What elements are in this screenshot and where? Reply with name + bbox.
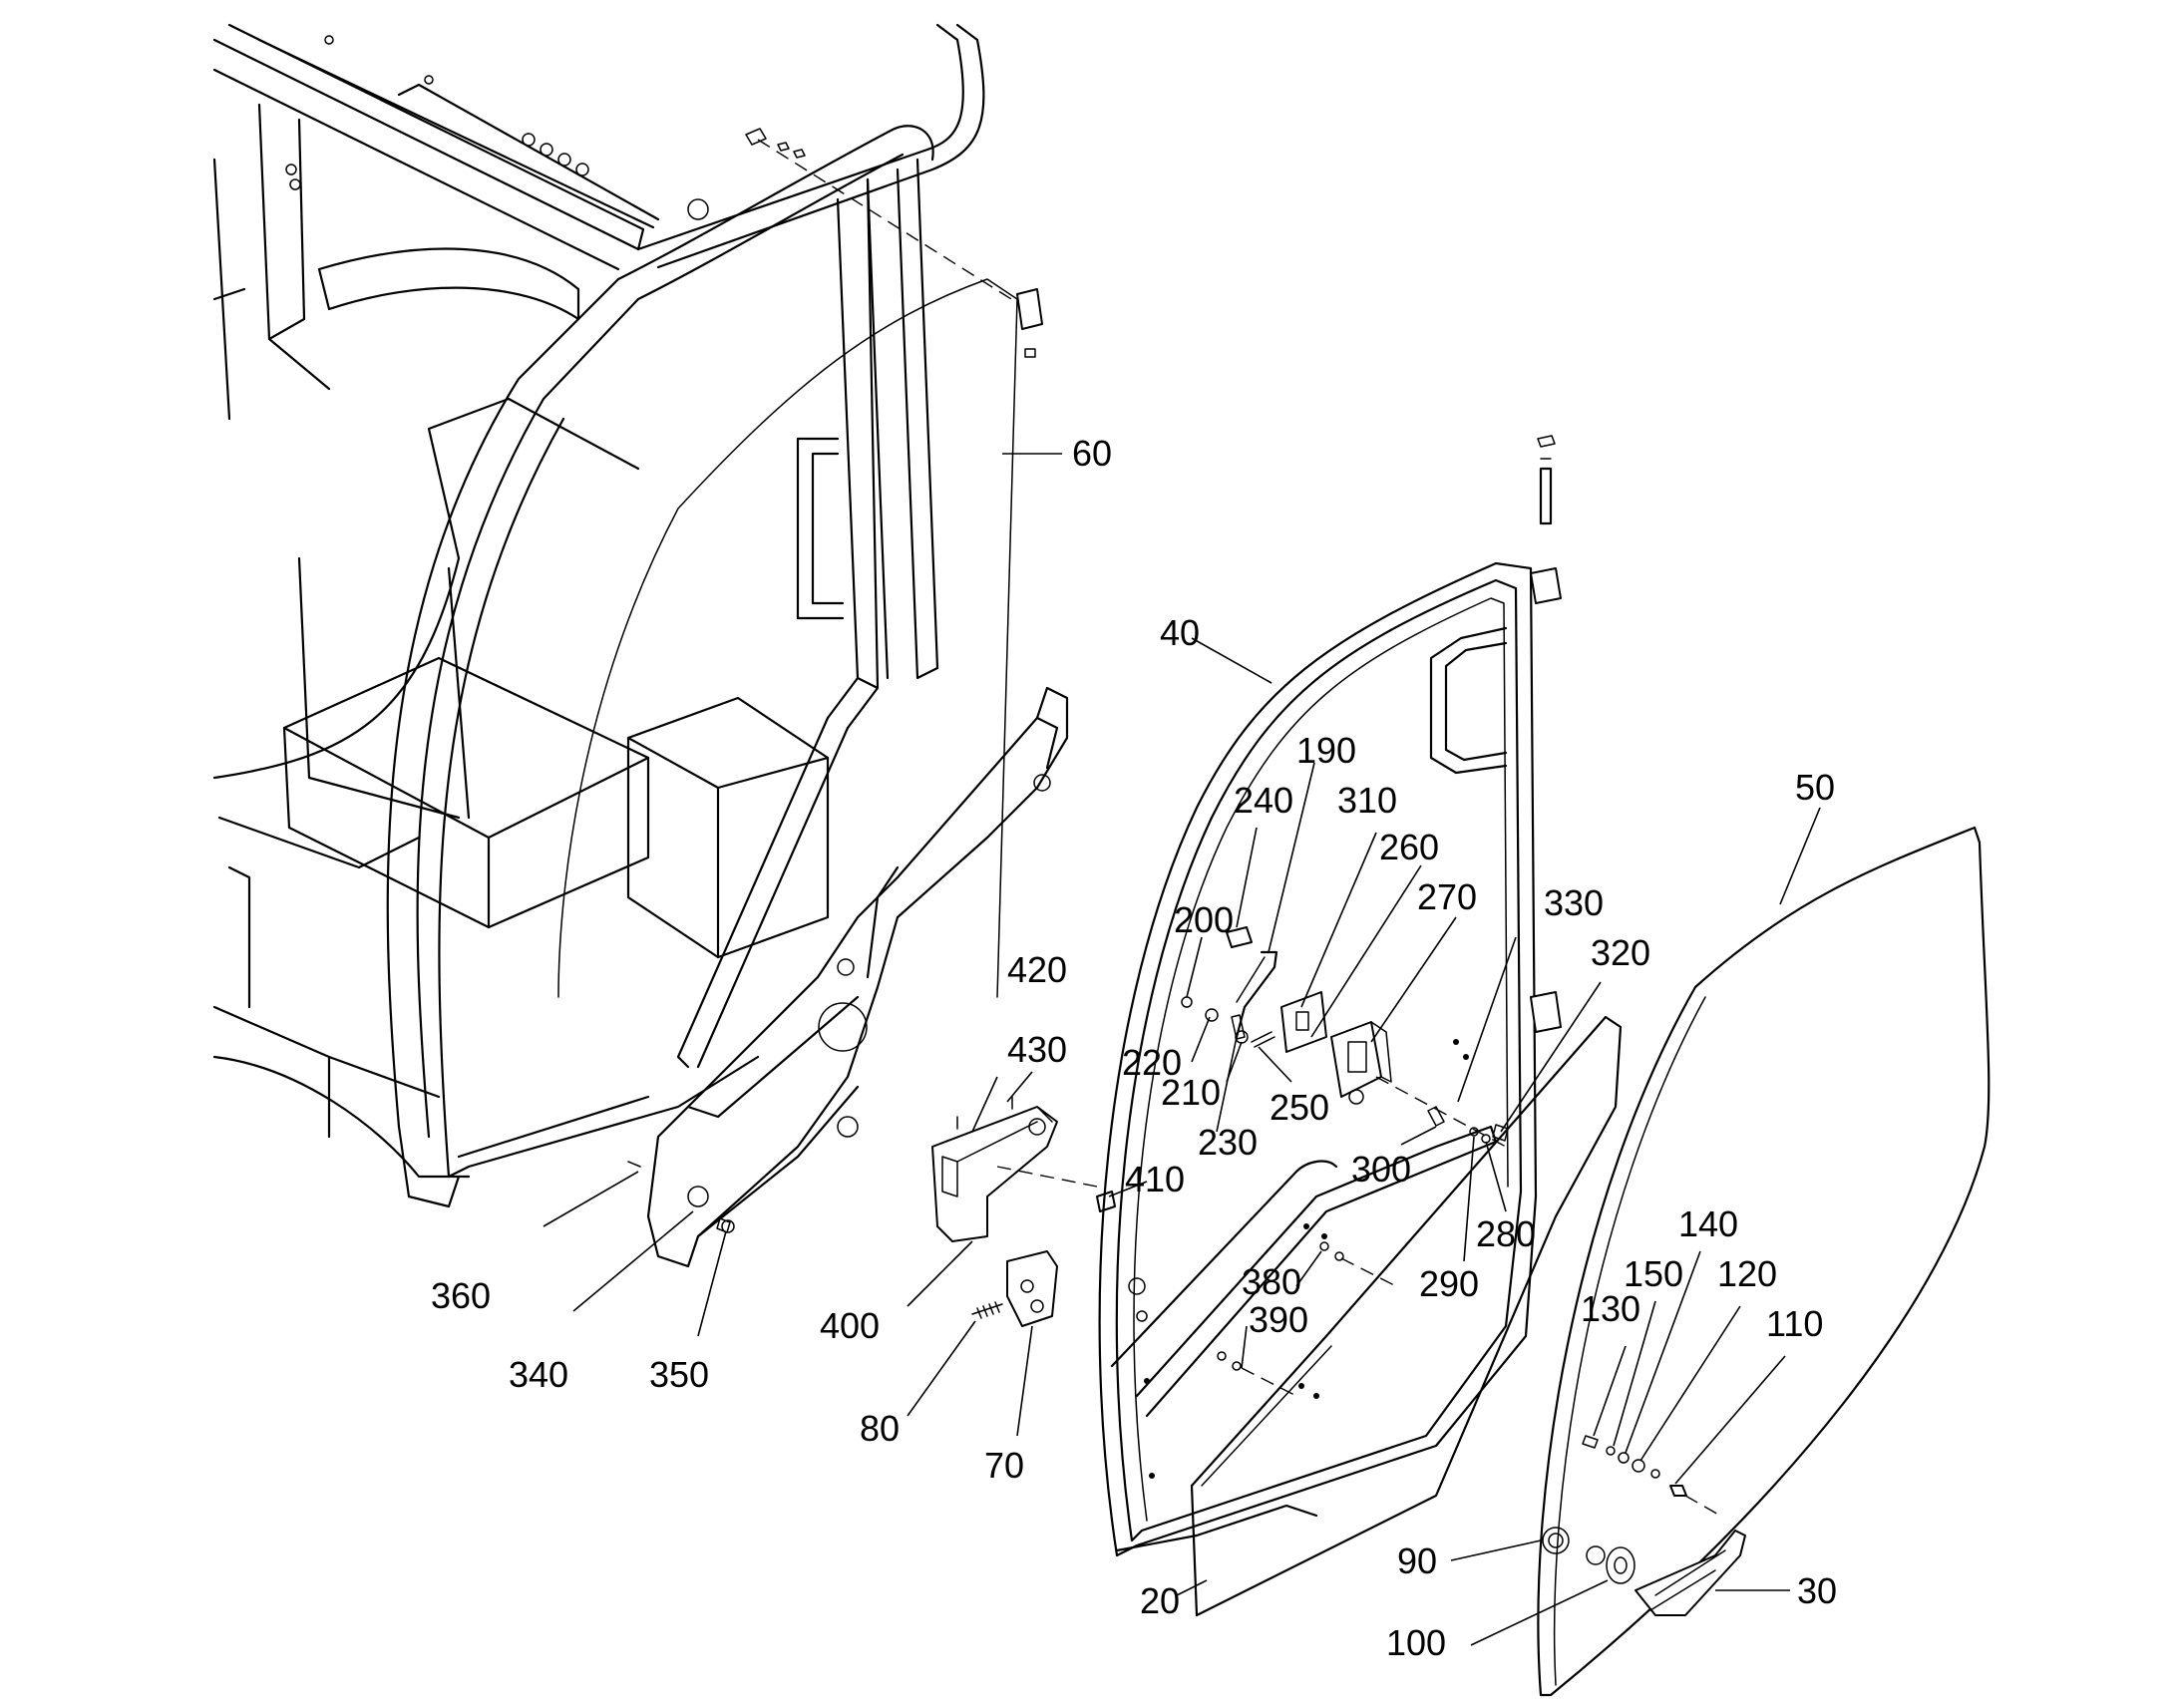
callout-390: 390: [1249, 1299, 1308, 1340]
callout-100: 100: [1386, 1622, 1446, 1663]
callout-20: 20: [1140, 1580, 1180, 1621]
callout-310: 310: [1337, 780, 1397, 821]
callout-230: 230: [1198, 1122, 1258, 1163]
callout-270: 270: [1417, 876, 1477, 917]
callout-60: 60: [1072, 433, 1112, 474]
part-20-lower-glass: 20: [1140, 1015, 1623, 1621]
callout-140: 140: [1678, 1203, 1738, 1244]
part-60-door-frame: 60: [386, 125, 1112, 1208]
callout-420: 420: [1007, 949, 1067, 990]
callout-190: 190: [1296, 730, 1356, 771]
callout-90: 90: [1397, 1540, 1437, 1581]
callout-430: 430: [1007, 1029, 1067, 1070]
callout-210: 210: [1161, 1072, 1221, 1113]
callout-80: 80: [860, 1408, 900, 1449]
part-40-door-frame: 40: [1098, 435, 1562, 1557]
callout-340: 340: [509, 1354, 568, 1395]
callout-360: 360: [431, 1275, 491, 1316]
callout-320: 320: [1591, 932, 1650, 973]
part-70-striker: 80 70: [860, 1250, 1058, 1486]
callout-70: 70: [984, 1445, 1024, 1486]
callout-200: 200: [1174, 899, 1234, 940]
callout-110: 110: [1766, 1303, 1823, 1344]
callout-330: 330: [1544, 882, 1604, 923]
handle-hardware: 30 90 100 130 150 140 120 110: [1386, 1203, 1837, 1663]
part-50-upper-glass: 50: [1537, 767, 1991, 1697]
callout-410: 410: [1125, 1159, 1185, 1199]
callout-50: 50: [1795, 767, 1835, 808]
callout-220: 220: [1122, 1042, 1182, 1083]
callout-130: 130: [1581, 1288, 1640, 1329]
callout-250: 250: [1270, 1087, 1329, 1128]
callout-380: 380: [1242, 1261, 1301, 1302]
callout-120: 120: [1717, 1253, 1777, 1294]
callout-300: 300: [1351, 1149, 1411, 1190]
part-400-hinge-bracket: 420 430 400 410: [820, 949, 1185, 1346]
cab-frame: [212, 23, 985, 1179]
callout-240: 240: [1234, 780, 1293, 821]
callout-350: 350: [649, 1354, 709, 1395]
callout-290: 290: [1419, 1263, 1479, 1304]
callout-40: 40: [1160, 612, 1200, 653]
callout-400: 400: [820, 1305, 880, 1346]
parts-380-390-screws: 380 390: [1217, 1241, 1397, 1397]
part-340-lower-panel: 360 340 350: [431, 686, 1069, 1395]
callout-260: 260: [1379, 827, 1439, 867]
callout-150: 150: [1624, 1253, 1683, 1294]
callout-30: 30: [1797, 1570, 1837, 1611]
callout-280: 280: [1476, 1213, 1536, 1254]
latch-mechanism: 240 190 310 260 270 200 220 210 230 250 …: [1122, 730, 1650, 1304]
